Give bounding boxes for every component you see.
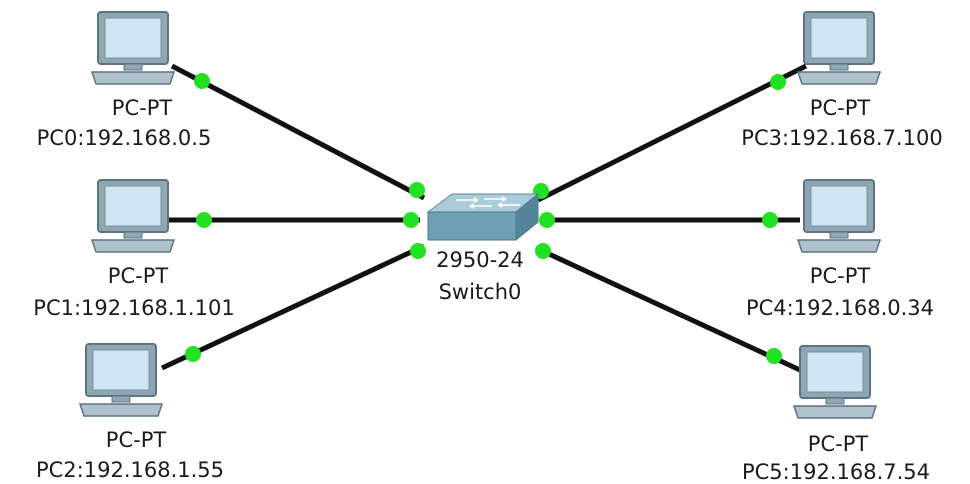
pc-icon [792,345,878,419]
pc-icon [796,11,882,85]
pc1-address-label: PC1:192.168.1.101 [33,296,235,320]
pc-icon [90,11,176,85]
link-light-pc0-sw [409,182,425,198]
pc1-device[interactable] [88,178,178,258]
link-pc2-switch[interactable] [160,243,426,371]
pc3-address-label: PC3:192.168.7.100 [741,126,943,150]
pc4-model-label: PC-PT [809,264,871,288]
pc3-model-label: PC-PT [809,96,871,120]
link-pc5-switch[interactable] [534,245,802,373]
link-light-pc1-sw [403,212,419,228]
link-light-pc5-end [766,348,782,364]
pc-icon [90,179,176,253]
switch-icon [426,192,540,242]
pc2-device[interactable] [76,342,166,422]
pc1-model-label: PC-PT [107,264,169,288]
pc-icon [78,343,164,417]
link-light-pc1-end [196,212,212,228]
pc3-device[interactable] [794,10,884,90]
pc5-device[interactable] [790,344,880,424]
link-light-pc2-end [185,346,201,362]
pc2-address-label: PC2:192.168.1.55 [35,458,225,482]
link-light-pc4-sw [539,212,555,228]
pc2-model-label: PC-PT [105,428,167,452]
pc5-address-label: PC5:192.168.7.54 [741,460,931,484]
link-light-pc5-sw [535,243,551,259]
pc5-model-label: PC-PT [807,432,869,456]
link-light-pc2-sw [410,243,426,259]
pc4-address-label: PC4:192.168.0.34 [745,296,935,320]
link-pc0-switch[interactable] [170,63,426,201]
link-light-pc3-end [770,74,786,90]
link-pc3-switch[interactable] [536,63,808,203]
link-light-pc0-end [194,73,210,89]
switch-name-label: Switch0 [438,280,522,304]
link-light-pc4-end [762,212,778,228]
pc0-model-label: PC-PT [111,96,173,120]
switch0-device[interactable] [420,190,540,246]
pc4-device[interactable] [794,178,884,258]
pc-icon [796,179,882,253]
pc0-address-label: PC0:192.168.0.5 [36,126,212,150]
pc0-device[interactable] [88,10,178,90]
switch-model-label: 2950-24 [436,248,524,272]
